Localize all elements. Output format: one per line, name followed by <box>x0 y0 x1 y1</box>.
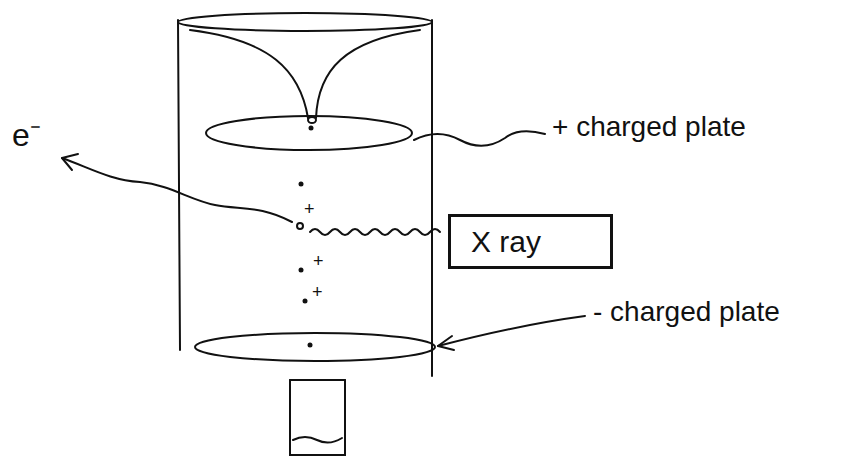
funnel <box>190 30 308 118</box>
electron-path <box>62 158 292 222</box>
charge-sign: + <box>312 283 323 303</box>
collected-oil <box>293 437 342 443</box>
xray-box: X ray <box>448 214 613 269</box>
leader-line <box>414 131 545 145</box>
ionized-drop <box>297 223 303 229</box>
charge-sign: + <box>304 200 315 220</box>
plate-label: + charged plate <box>552 112 746 143</box>
charge-sign: + <box>313 252 324 272</box>
box-text: X ray <box>471 225 590 258</box>
oil-drops <box>299 126 314 348</box>
positive-plate <box>206 116 412 150</box>
funnel <box>316 30 420 118</box>
plate-label: - charged plate <box>593 297 780 328</box>
arrowhead <box>62 154 78 170</box>
cylinder-wall <box>431 20 433 376</box>
nozzle <box>308 117 316 123</box>
cylinder-wall <box>178 20 180 350</box>
leader-line <box>438 316 585 346</box>
collection-cup <box>290 379 345 381</box>
xray-wave <box>310 229 440 235</box>
collection-cup <box>290 380 345 455</box>
electron-label: e⁻ <box>12 118 41 153</box>
arrowhead <box>438 336 454 350</box>
cylinder-top <box>178 13 432 31</box>
negative-plate <box>195 333 435 361</box>
